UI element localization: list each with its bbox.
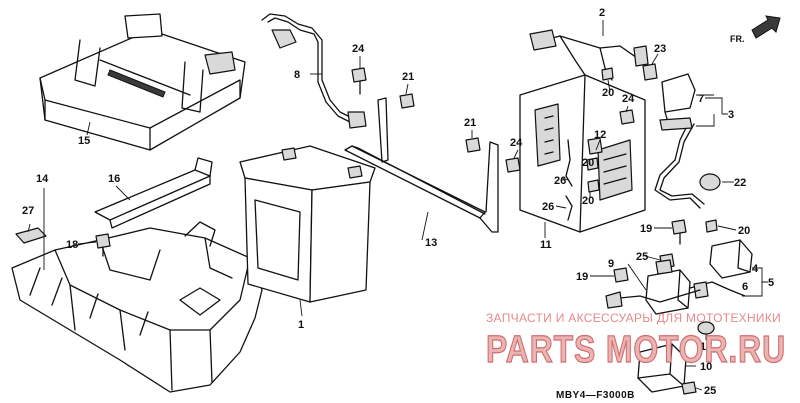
callout-1: 1 bbox=[298, 319, 304, 331]
callout-9: 9 bbox=[608, 258, 614, 270]
relay-unit-4-part bbox=[709, 239, 753, 279]
grommet-23-part bbox=[642, 63, 658, 81]
callout-24b: 24 bbox=[510, 137, 523, 149]
cable-6-part bbox=[689, 281, 746, 299]
callout-numbers: 1 2 3 4 5 6 7 8 9 10 11 12 13 14 15 16 1… bbox=[22, 7, 774, 397]
callout-20b: 20 bbox=[582, 157, 594, 169]
connector-7-part bbox=[661, 73, 696, 123]
callout-17: 17 bbox=[700, 341, 712, 353]
callout-4: 4 bbox=[752, 263, 759, 275]
callout-26b: 26 bbox=[542, 201, 554, 213]
callout-20c: 20 bbox=[582, 195, 594, 207]
ground-cable-part bbox=[605, 289, 701, 309]
callout-24a: 24 bbox=[352, 43, 365, 55]
bolt-24a-part bbox=[351, 67, 367, 95]
callout-5: 5 bbox=[768, 277, 774, 289]
callout-2: 2 bbox=[599, 7, 605, 19]
callout-7: 7 bbox=[698, 93, 704, 105]
watermark-caption: ЗАПЧАСТИ И АКСЕССУАРЫ ДЛЯ МОТОТЕХНИКИ bbox=[486, 311, 781, 325]
battery-part bbox=[239, 145, 376, 303]
callout-20d: 20 bbox=[738, 225, 750, 237]
wire-26b-part bbox=[565, 195, 573, 221]
callout-22: 22 bbox=[734, 177, 746, 189]
callout-21a: 21 bbox=[402, 71, 414, 83]
wire-26a-part bbox=[565, 139, 573, 187]
callout-23: 23 bbox=[654, 43, 666, 55]
starter-cable-part bbox=[654, 117, 705, 209]
callout-3: 3 bbox=[728, 109, 734, 121]
callout-10: 10 bbox=[700, 361, 712, 373]
callout-11: 11 bbox=[540, 239, 552, 251]
battery-band-part bbox=[94, 157, 213, 229]
bolt-24c-part bbox=[619, 109, 635, 125]
callout-19b: 19 bbox=[576, 271, 588, 283]
bolt-25b-part bbox=[681, 381, 697, 395]
grommet-22-part bbox=[699, 173, 721, 191]
callout-6: 6 bbox=[742, 281, 748, 293]
starter-relay-part bbox=[645, 259, 691, 315]
callout-14: 14 bbox=[36, 173, 49, 185]
callout-21b: 21 bbox=[464, 117, 476, 129]
callout-25b: 25 bbox=[704, 385, 716, 397]
leader-lines bbox=[27, 20, 768, 391]
callout-13: 13 bbox=[425, 237, 437, 249]
nut-21a-part bbox=[399, 93, 415, 109]
callout-18: 18 bbox=[66, 239, 78, 251]
battery-cable-part bbox=[261, 13, 367, 129]
callout-25a: 25 bbox=[636, 251, 648, 263]
callout-8: 8 bbox=[294, 69, 300, 81]
battery-pad-part bbox=[15, 227, 47, 244]
diagram-code: MBY4—F3000B bbox=[556, 390, 635, 401]
watermark: ЗАПЧАСТИ И АКСЕССУАРЫ ДЛЯ МОТОТЕХНИКИ PA… bbox=[485, 311, 786, 372]
wire-harness-part bbox=[529, 29, 649, 81]
screw-20a-part bbox=[601, 67, 614, 81]
bolt-24b-part bbox=[505, 157, 521, 173]
callout-26a: 26 bbox=[554, 175, 566, 187]
watermark-brand: PARTS MOTOR.RU bbox=[486, 329, 786, 371]
callout-16: 16 bbox=[108, 173, 120, 185]
callout-27: 27 bbox=[22, 205, 34, 217]
callout-20a: 20 bbox=[602, 87, 614, 99]
front-direction-label: FR. bbox=[730, 34, 745, 44]
callout-12: 12 bbox=[594, 129, 606, 141]
battery-stay-part bbox=[344, 97, 499, 233]
bolt-19b-part bbox=[613, 267, 629, 283]
relay-12-part bbox=[587, 137, 603, 155]
screw-20c-part bbox=[587, 179, 600, 193]
screw-20d-part bbox=[705, 219, 718, 233]
battery-holder-tray-part bbox=[11, 221, 263, 393]
bolt-18-part bbox=[95, 233, 111, 257]
battery-cover-part bbox=[39, 13, 246, 151]
screw-20b-part bbox=[586, 157, 599, 171]
callout-24c: 24 bbox=[622, 93, 635, 105]
front-direction-arrow-icon: FR. bbox=[730, 15, 781, 44]
bolt-19a-part bbox=[671, 219, 687, 245]
fuse-box-part bbox=[519, 74, 646, 233]
callout-19a: 19 bbox=[640, 223, 652, 235]
callout-15: 15 bbox=[78, 135, 90, 147]
nut-21b-part bbox=[465, 137, 481, 153]
